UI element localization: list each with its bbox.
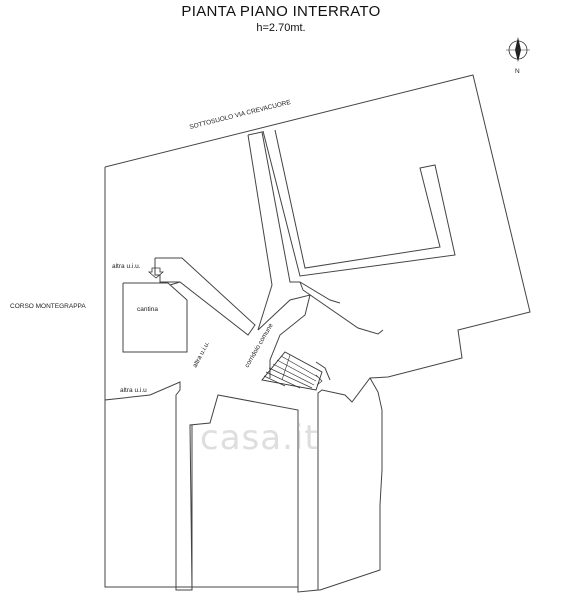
altra-uiu-label-2: altra u.i.u. [192,340,212,369]
cantina-room [122,282,188,353]
altra-uiu-label-3: altra u.i.u [120,387,147,394]
height-note: h=2.70mt. [256,22,306,34]
cantina-label: cantina [137,306,158,313]
staircase [261,351,323,391]
entry-arrow-icon [147,267,165,279]
altra-uiu-label-1: altra u.i.u. [112,263,141,270]
compass-icon: N [506,37,530,75]
watermark: casa.it [200,418,319,458]
outer-perimeter [104,74,531,593]
street-top-label: SOTTOSUOLO VIA CREVACUORE [189,99,292,131]
compass-north-label: N [515,68,520,75]
street-left-label: CORSO MONTEGRAPPA [10,303,86,310]
page-title: PIANTA PIANO INTERRATO [181,3,381,20]
